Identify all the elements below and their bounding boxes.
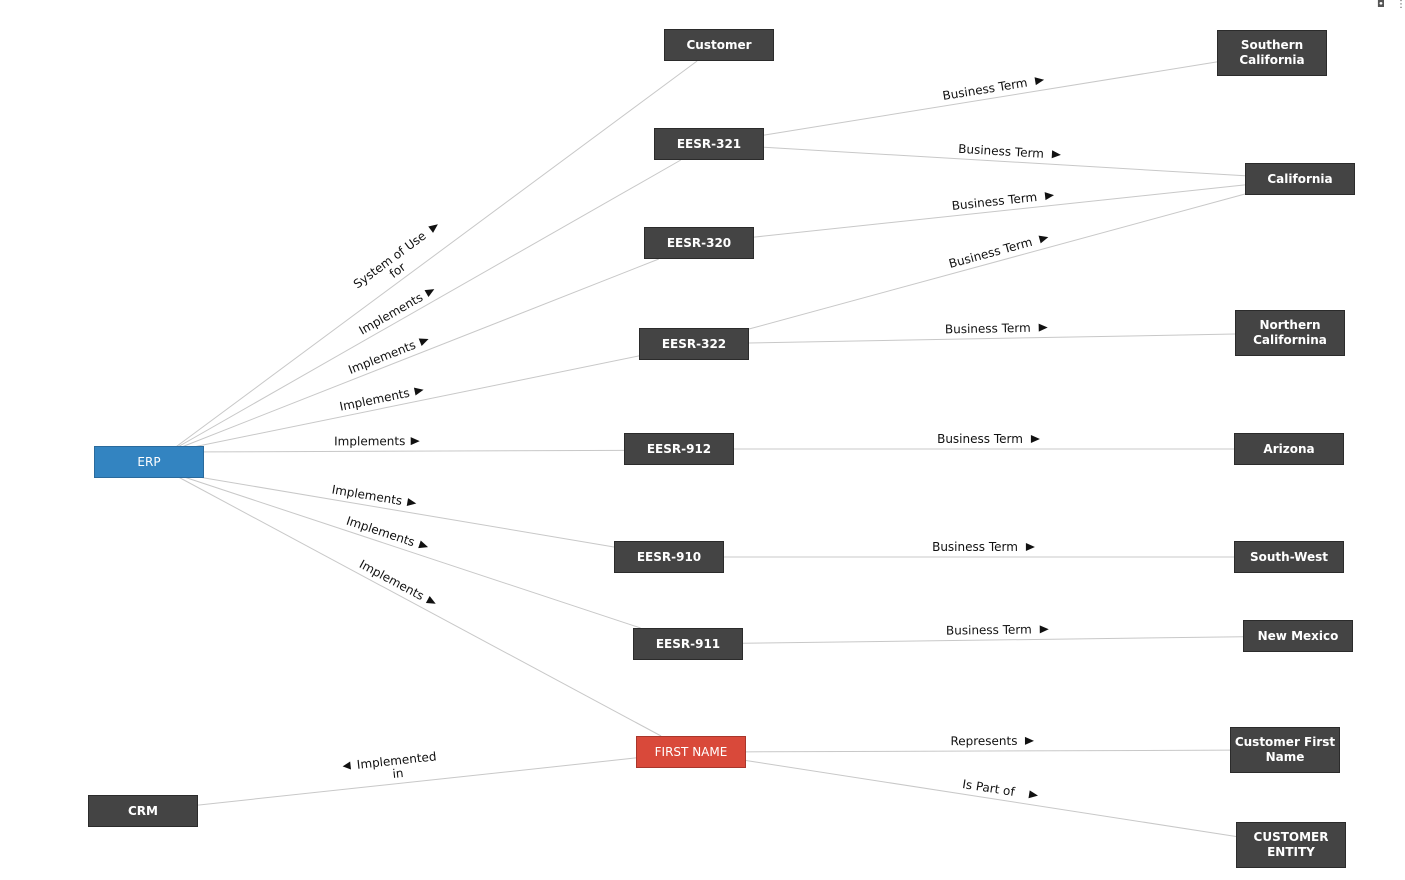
edge-line [168, 355, 640, 453]
edge-label: Business Term [951, 190, 1038, 213]
edge-label-group: Implements [334, 434, 420, 448]
edge-label: Implements [331, 482, 404, 508]
direction-arrow-icon [1030, 435, 1040, 443]
direction-arrow-icon [1025, 543, 1035, 551]
edge-label-group: Business Term [946, 622, 1049, 638]
edge-label: System of Usefor [351, 229, 436, 302]
edge-line [168, 258, 660, 453]
edge-line [763, 146, 1246, 177]
edge-line [748, 333, 1236, 344]
edge-line [742, 636, 1244, 644]
edge-label-group: Implements [338, 386, 424, 414]
edge-label: Business Term [958, 142, 1045, 161]
edge-label-group: Business Term [945, 321, 1048, 337]
edge-line [168, 60, 698, 453]
direction-arrow-icon [1038, 235, 1049, 244]
direction-arrow-icon [425, 595, 436, 604]
edge-label-group: System of Usefor [351, 224, 438, 302]
node-first-name[interactable]: FIRST NAME [636, 736, 746, 768]
node-crm[interactable]: CRM [88, 795, 198, 827]
menu-icon[interactable]: ⋮ [1396, 0, 1405, 10]
node-customer-entity[interactable]: CUSTOMER ENTITY [1236, 822, 1346, 868]
node-south-west[interactable]: South-West [1234, 541, 1344, 573]
node-eesr-910[interactable]: EESR-910 [614, 541, 724, 573]
edge-label: Is Part of [961, 777, 1016, 799]
node-southern-california[interactable]: Southern California [1217, 30, 1327, 76]
direction-arrow-icon [406, 498, 417, 506]
edge-label: Business Term [945, 321, 1031, 337]
direction-arrow-icon [1039, 625, 1049, 634]
direction-arrow-icon [1051, 150, 1061, 159]
direction-arrow-icon [418, 338, 429, 347]
edge-label: Business Term [932, 540, 1018, 554]
edge-line [168, 471, 662, 737]
edge-label-group: Business Term [958, 142, 1061, 161]
node-erp[interactable]: ERP [94, 446, 204, 478]
edge-label-group: Implements [346, 338, 429, 377]
edge-label: Implements [345, 514, 417, 550]
node-eesr-322[interactable]: EESR-322 [639, 328, 749, 360]
direction-arrow-icon [1038, 323, 1048, 332]
edge-line [168, 471, 641, 629]
edge-label: Implementedin [356, 749, 438, 784]
direction-arrow-icon [1044, 192, 1055, 201]
edge-label-group: Business Term [947, 235, 1049, 271]
direction-arrow-icon [410, 437, 420, 446]
edge-line [745, 749, 1231, 753]
edge-line [168, 449, 625, 453]
edge-line [763, 61, 1218, 136]
edge-label-group: Business Term [932, 540, 1035, 554]
direction-arrow-icon [1034, 77, 1045, 86]
edge-line [197, 757, 637, 806]
edge-label: Implements [334, 434, 405, 448]
edge-label: Implements [346, 338, 417, 377]
edge-label: Implements [356, 290, 425, 337]
node-arizona[interactable]: Arizona [1234, 433, 1344, 465]
direction-arrow-icon [424, 289, 435, 298]
camera-icon[interactable]: ◘ [1377, 0, 1385, 10]
edge-label: Implements [357, 557, 426, 603]
edge-line [748, 193, 1246, 330]
edge-label-group: Business Term [937, 432, 1040, 446]
edge-label-group: Business Term [951, 190, 1055, 213]
edge-label-group: Implements [357, 557, 436, 604]
node-eesr-912[interactable]: EESR-912 [624, 433, 734, 465]
node-eesr-320[interactable]: EESR-320 [644, 227, 754, 259]
edge-label: Business Term [947, 235, 1033, 271]
edge-label-group: Implements [345, 514, 429, 550]
edge-label-group: Implements [356, 289, 435, 338]
edge-line [168, 159, 682, 453]
edge-label-group: Is Part of [961, 777, 1038, 799]
node-new-mexico[interactable]: New Mexico [1243, 620, 1353, 652]
edge-line [745, 760, 1237, 837]
node-northern-califorina[interactable]: Northern Californina [1235, 310, 1345, 356]
direction-arrow-icon [1024, 736, 1034, 745]
node-eesr-911[interactable]: EESR-911 [633, 628, 743, 660]
direction-arrow-icon [428, 224, 438, 233]
edge-label-group: Represents [950, 734, 1034, 748]
edge-label: Represents [950, 734, 1017, 748]
node-customer[interactable]: Customer [664, 29, 774, 61]
edge-label: Business Term [937, 432, 1023, 446]
direction-arrow-icon [418, 540, 429, 549]
edge-line [168, 471, 615, 548]
node-customer-first-name[interactable]: Customer First Name [1230, 727, 1340, 773]
direction-arrow-icon [342, 761, 352, 770]
node-eesr-321[interactable]: EESR-321 [654, 128, 764, 160]
direction-arrow-icon [1028, 790, 1038, 799]
edge-line [753, 184, 1246, 238]
node-california[interactable]: California [1245, 163, 1355, 195]
direction-arrow-icon [413, 387, 424, 396]
edge-label: Business Term [946, 622, 1032, 637]
